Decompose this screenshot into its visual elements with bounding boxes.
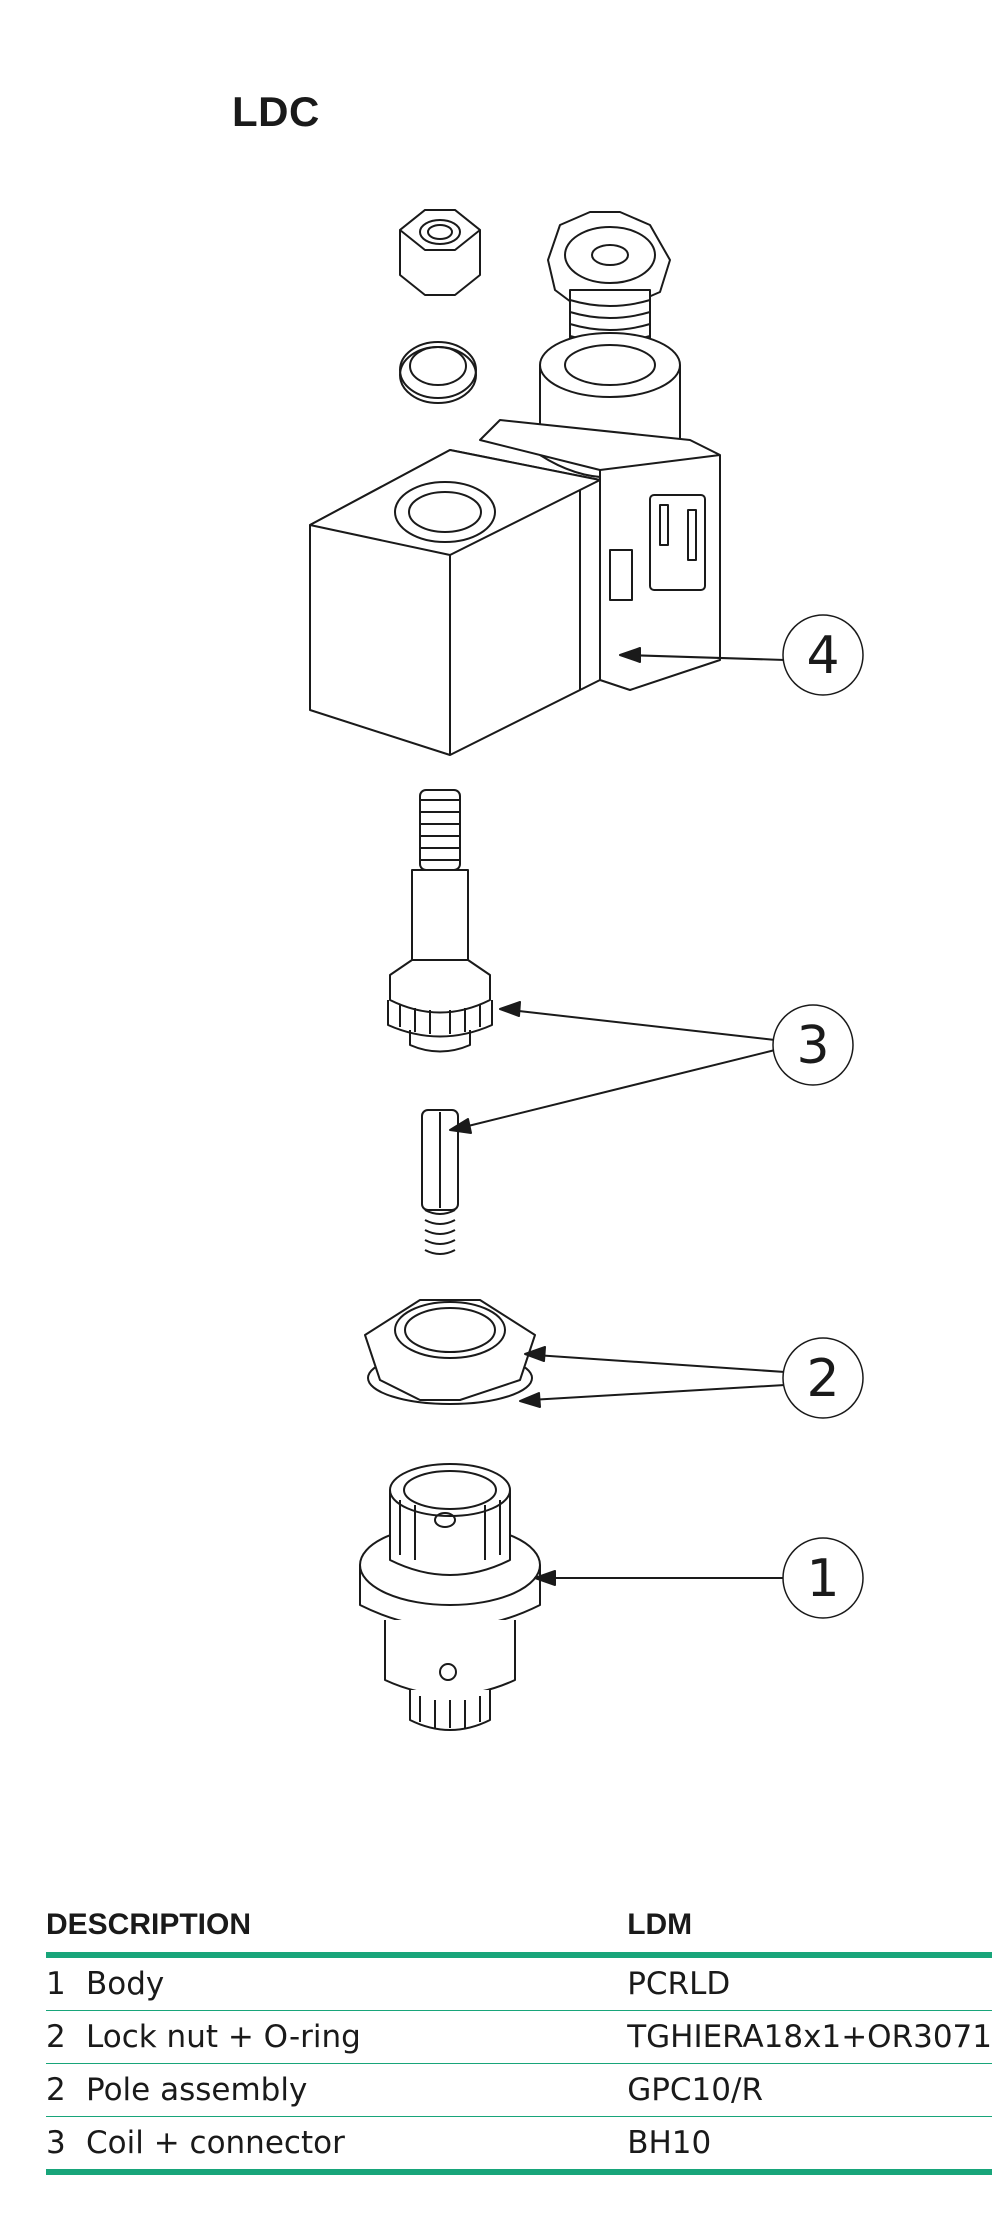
connector-cap-nut (547, 211, 671, 351)
callout-circle-3 (772, 1004, 854, 1086)
row-position: 3 (46, 2125, 66, 2161)
table-row: 1 Body PCRLD (46, 1952, 992, 2011)
callout-label-1: 1 (806, 1549, 839, 1609)
callout-label-2: 2 (806, 1349, 839, 1409)
exploded-view-drawing: 4 3 2 1 (309, 209, 864, 1731)
table-row: 2 Pole assembly GPC10/R (46, 2063, 992, 2117)
callout-circle-2 (782, 1337, 864, 1419)
row-position: 1 (46, 1966, 66, 2002)
leader-lines (449, 647, 786, 1586)
small-hex-nut (399, 209, 481, 296)
row-description-cell: 3 Coil + connector (46, 2116, 628, 2175)
pole-tube (387, 789, 493, 1053)
row-code: GPC10/R (627, 2063, 992, 2117)
coil-body (309, 449, 601, 756)
page-title: LDC (232, 88, 320, 135)
callout-label-3: 3 (796, 1016, 829, 1076)
table-row: 3 Coil + connector BH10 (46, 2116, 992, 2175)
plunger (421, 1109, 459, 1255)
row-code: BH10 (627, 2116, 992, 2175)
parts-table: DESCRIPTION LDM 1 Body PCRLD 2 Lock nut + … (46, 1898, 992, 2175)
row-description-cell: 2 Pole assembly (46, 2063, 628, 2117)
callout-circles (772, 614, 864, 1619)
table-row: 2 Lock nut + O-ring TGHIERA18x1+OR3071 (46, 2010, 992, 2064)
row-description-cell: 1 Body (46, 1952, 628, 2011)
row-description: Coil + connector (86, 2125, 345, 2161)
row-position: 2 (46, 2072, 66, 2108)
row-description: Pole assembly (86, 2072, 308, 2108)
row-description: Body (86, 1966, 165, 2002)
table-header-row: DESCRIPTION LDM (46, 1898, 992, 1955)
callout-label-4: 4 (806, 626, 839, 686)
header-code: LDM (627, 1908, 693, 1941)
row-code: PCRLD (627, 1952, 992, 2011)
lock-nut-oring (364, 1299, 536, 1405)
row-description: Lock nut + O-ring (86, 2019, 361, 2055)
row-description-cell: 2 Lock nut + O-ring (46, 2010, 628, 2064)
callout-circle-1 (782, 1537, 864, 1619)
row-position: 2 (46, 2019, 66, 2055)
row-code: TGHIERA18x1+OR3071 (627, 2010, 992, 2064)
small-washer (399, 341, 477, 404)
callout-circle-4 (782, 614, 864, 696)
valve-body (359, 1463, 541, 1731)
header-description: DESCRIPTION (46, 1908, 252, 1941)
